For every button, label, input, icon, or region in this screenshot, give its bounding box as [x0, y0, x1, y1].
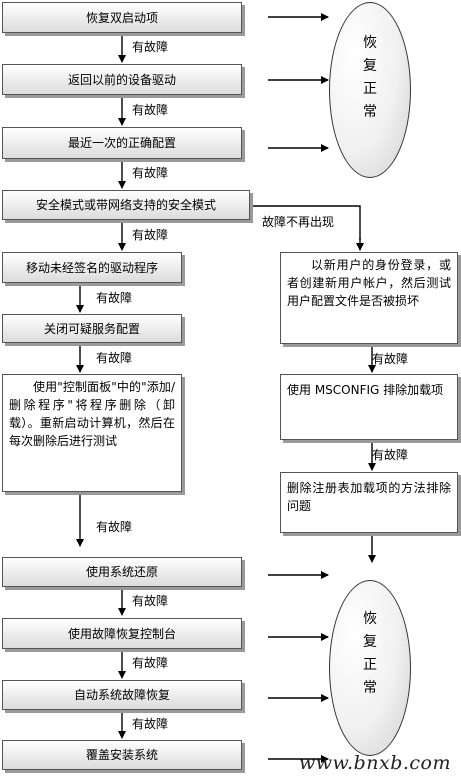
fault-label: 有故障	[132, 717, 169, 731]
step-reinstall-system: 覆盖安装系统	[2, 740, 242, 770]
step-new-user-profile: 以新用户的身份登录，或者创建新用户帐户，然后测试用户配置文件是否被损坏	[280, 252, 458, 344]
fault-label: 有故障	[132, 656, 169, 670]
recover-label-bottom: 恢 复 正 常	[363, 611, 377, 696]
step-uninstall-programs: 使用"控制面板"中的"添加/删除程序"将程序删除（卸载）。重新启动计算机，然后在…	[2, 374, 182, 492]
fault-label: 有故障	[132, 228, 169, 242]
step-disable-services: 关闭可疑服务配置	[2, 314, 182, 343]
recover-ellipse-bottom	[329, 580, 411, 756]
step-msconfig: 使用 MSCONFIG 排除加载项	[280, 374, 458, 440]
fault-label: 有故障	[96, 291, 133, 305]
step-asr: 自动系统故障恢复	[2, 680, 242, 710]
step-move-unsigned-drivers: 移动未经签名的驱动程序	[2, 252, 182, 283]
recover-label-top: 恢 复 正 常	[363, 35, 377, 120]
step-system-restore: 使用系统还原	[2, 557, 242, 587]
step-last-known-good: 最近一次的正确配置	[2, 127, 242, 159]
step-restore-dual-boot: 恢复双启动项	[2, 2, 242, 33]
step-recovery-console: 使用故障恢复控制台	[2, 618, 242, 649]
fault-label: 有故障	[132, 166, 169, 180]
watermark: www.bnxb.com	[299, 752, 451, 774]
fault-label: 有故障	[132, 594, 169, 608]
fault-label: 有故障	[132, 103, 169, 117]
fault-label: 有故障	[132, 40, 169, 54]
fault-label: 有故障	[372, 352, 409, 366]
fault-label: 有故障	[96, 351, 133, 365]
recover-ellipse-top	[329, 2, 411, 178]
fault-label: 有故障	[372, 448, 409, 462]
fault-label: 有故障	[96, 520, 133, 534]
step-rollback-driver: 返回以前的设备驱动	[2, 64, 242, 95]
step-registry-startup: 删除注册表加载项的方法排除问题	[280, 472, 458, 533]
no-fault-label: 故障不再出现	[262, 215, 335, 229]
step-safe-mode: 安全模式或带网络支持的安全模式	[2, 190, 250, 220]
